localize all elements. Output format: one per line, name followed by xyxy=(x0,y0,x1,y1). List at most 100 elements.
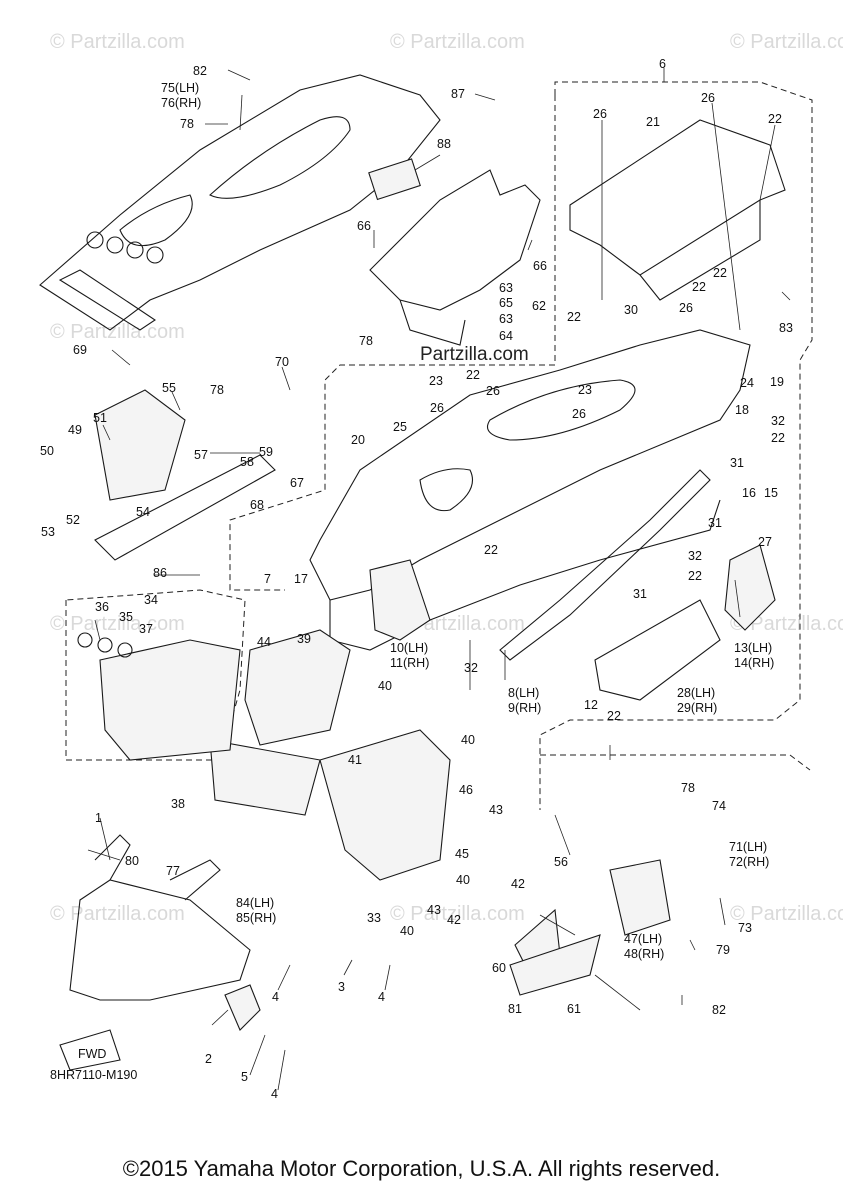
callout-label: 3 xyxy=(338,980,345,994)
callout-label: 9(RH) xyxy=(508,701,541,715)
callout-label: 33 xyxy=(367,911,381,925)
callout-label: 29(RH) xyxy=(677,701,717,715)
callout-label: 69 xyxy=(73,343,87,357)
callout-label: 22 xyxy=(771,431,785,445)
watermark: © Partzilla.com xyxy=(50,31,185,53)
diagram-code: 8HR7110-M190 xyxy=(50,1068,138,1082)
watermark: © Partzilla.com xyxy=(50,613,185,635)
callout-label: 63 xyxy=(499,281,513,295)
callout-label: 4 xyxy=(272,990,279,1004)
watermark: © Partzilla.com xyxy=(50,321,185,343)
callout-label: 78 xyxy=(180,117,194,131)
callout-label: 4 xyxy=(378,990,385,1004)
group-boundaries xyxy=(65,81,813,810)
callout-label: 74 xyxy=(712,799,726,813)
callout-label: 34 xyxy=(144,593,158,607)
callout-label: 31 xyxy=(708,516,722,530)
callout-label: 49 xyxy=(68,423,82,437)
callout-labels: 1 2 3 4 4 4 5 6 7 8(LH) 9(RH) 10(LH) 11(… xyxy=(40,57,793,1101)
leader-lines xyxy=(87,68,791,1091)
callout-label: 85(RH) xyxy=(236,911,276,925)
callout-label: 45 xyxy=(455,847,469,861)
watermark: © Partzilla.com xyxy=(390,31,525,53)
callout-label: 82 xyxy=(193,64,207,78)
callout-label: 40 xyxy=(461,733,475,747)
callout-label: 80 xyxy=(125,854,139,868)
callout-label: 79 xyxy=(716,943,730,957)
callout-label: 42 xyxy=(511,877,525,891)
callout-label: 22 xyxy=(484,543,498,557)
callout-label: 82 xyxy=(712,1003,726,1017)
callout-label: 67 xyxy=(290,476,304,490)
watermark: © Partzilla.com xyxy=(50,903,185,925)
callout-label: 18 xyxy=(735,403,749,417)
callout-label: 47(LH) xyxy=(624,932,662,946)
callout-label: 27 xyxy=(758,535,772,549)
callout-label: 22 xyxy=(768,112,782,126)
fwd-label: FWD xyxy=(78,1047,106,1061)
callout-label: 42 xyxy=(447,913,461,927)
callout-label: 86 xyxy=(153,566,167,580)
callout-label: 32 xyxy=(688,549,702,563)
callout-label: 11(RH) xyxy=(390,656,429,670)
callout-label: 48(RH) xyxy=(624,947,664,961)
callout-label: 84(LH) xyxy=(236,896,274,910)
callout-label: 26 xyxy=(593,107,607,121)
callout-label: 83 xyxy=(779,321,793,335)
callout-label: 38 xyxy=(171,797,185,811)
callout-label: 66 xyxy=(533,259,547,273)
callout-label: 23 xyxy=(578,383,592,397)
watermark: © Partzilla.com xyxy=(390,903,525,925)
watermark: © Partzilla.com xyxy=(730,613,843,635)
callout-label: 25 xyxy=(393,420,407,434)
callout-label: 16 xyxy=(742,486,756,500)
callout-label: 37 xyxy=(139,622,153,636)
callout-label: 24 xyxy=(740,376,754,390)
callout-label: 40 xyxy=(456,873,470,887)
callout-label: 22 xyxy=(688,569,702,583)
callout-label: 55 xyxy=(162,381,176,395)
callout-label: 2 xyxy=(205,1052,212,1066)
callout-label: 10(LH) xyxy=(390,641,428,655)
callout-label: 7 xyxy=(264,572,271,586)
watermark: © Partzilla.com xyxy=(730,31,843,53)
front-frame xyxy=(59,834,671,1071)
callout-label: 88 xyxy=(437,137,451,151)
callout-label: 60 xyxy=(492,961,506,975)
callout-label: 4 xyxy=(271,1087,278,1101)
callout-label: 57 xyxy=(194,448,208,462)
callout-label: 56 xyxy=(554,855,568,869)
callout-label: 6 xyxy=(659,57,666,71)
tunnel-cover xyxy=(368,158,541,346)
callout-label: 8(LH) xyxy=(508,686,539,700)
callout-label: 75(LH) xyxy=(161,81,199,95)
watermark-layer: © Partzilla.com © Partzilla.com © Partzi… xyxy=(50,31,843,925)
callout-label: 22 xyxy=(567,310,581,324)
callout-label: 78 xyxy=(359,334,373,348)
callout-label: 22 xyxy=(692,280,706,294)
callout-label: 71(LH) xyxy=(729,840,767,854)
callout-label: 78 xyxy=(681,781,695,795)
watermark: © Partzilla.com xyxy=(730,903,843,925)
callout-label: 19 xyxy=(770,375,784,389)
callout-label: 43 xyxy=(489,803,503,817)
callout-label: 26 xyxy=(430,401,444,415)
callout-label: 22 xyxy=(713,266,727,280)
callout-label: 46 xyxy=(459,783,473,797)
callout-label: 31 xyxy=(730,456,744,470)
callout-label: 22 xyxy=(607,709,621,723)
callout-label: 26 xyxy=(486,384,500,398)
callout-label: 50 xyxy=(40,444,54,458)
callout-label: 40 xyxy=(378,679,392,693)
callout-label: 58 xyxy=(240,455,254,469)
callout-label: 51 xyxy=(93,411,107,425)
callout-label: 64 xyxy=(499,329,513,343)
callout-label: 12 xyxy=(584,698,598,712)
callout-label: 21 xyxy=(646,115,660,129)
callout-label: 81 xyxy=(508,1002,522,1016)
callout-label: 52 xyxy=(66,513,80,527)
callout-label: 32 xyxy=(771,414,785,428)
callout-label: 78 xyxy=(210,383,224,397)
seat-shell xyxy=(39,74,441,331)
